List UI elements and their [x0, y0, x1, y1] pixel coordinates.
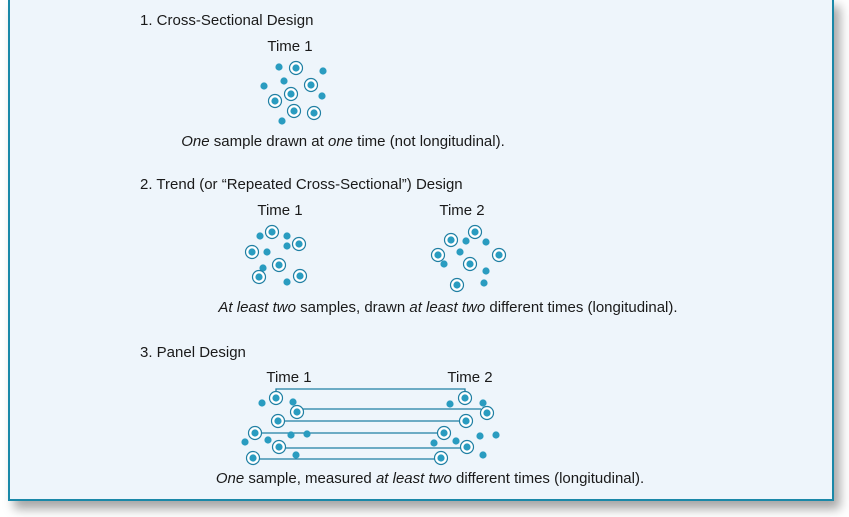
panel-time1-sample-dot [287, 431, 295, 439]
panel-time2-sample-dot [463, 443, 471, 451]
panel-time2-sample-dot [479, 399, 487, 407]
trend-time2-sample-dot [466, 260, 474, 268]
trend-time1-sample-dot [283, 242, 291, 250]
panel-time1-sample-dot [303, 430, 311, 438]
trend-time1-sample-dot [263, 248, 271, 256]
trend-time1-sample-dot [275, 261, 283, 269]
trend-time2-sample-dot [456, 248, 464, 256]
panel-link-line [275, 388, 466, 398]
trend-time1-sample-dot [256, 232, 264, 240]
panel-time1-sample-dot [293, 408, 301, 416]
panel-time1-sample-dot [275, 443, 283, 451]
trend-time1-sample-dot [259, 264, 267, 272]
panel-time2-sample-dot [440, 429, 448, 437]
panel-time2-sample-dot [430, 439, 438, 447]
trend-time1-sample-dot [255, 273, 263, 281]
panel-time1-sample-dot [258, 399, 266, 407]
section-3-time-2-label: Time 2 [447, 369, 492, 386]
cross-sectional-sample-dot [260, 82, 268, 90]
section-3-time-1-label: Time 1 [266, 369, 311, 386]
section-1-caption: One sample drawn at one time (not longit… [181, 133, 505, 150]
panel-time1-sample-dot [292, 451, 300, 459]
trend-time1-sample-dot [283, 278, 291, 286]
diagram-frame [8, 0, 834, 501]
section-1-heading: 1. Cross-Sectional Design [140, 12, 313, 29]
section-3-caption: One sample, measured at least two differ… [216, 470, 644, 487]
cross-sectional-sample-dot [318, 92, 326, 100]
cross-sectional-sample-dot [319, 67, 327, 75]
panel-time1-sample-dot [241, 438, 249, 446]
panel-time2-sample-dot [492, 431, 500, 439]
trend-time2-sample-dot [480, 279, 488, 287]
cross-sectional-sample-dot [287, 90, 295, 98]
cross-sectional-sample-dot [271, 97, 279, 105]
cross-sectional-sample-dot [307, 81, 315, 89]
trend-time2-sample-dot [447, 236, 455, 244]
trend-time2-sample-dot [462, 237, 470, 245]
trend-time2-sample-dot [482, 267, 490, 275]
cross-sectional-sample-dot [275, 63, 283, 71]
trend-time1-sample-dot [295, 240, 303, 248]
cross-sectional-sample-dot [310, 109, 318, 117]
cross-sectional-sample-dot [290, 107, 298, 115]
panel-time1-sample-dot [264, 436, 272, 444]
trend-time1-sample-dot [296, 272, 304, 280]
panel-time2-sample-dot [446, 400, 454, 408]
trend-time2-sample-dot [434, 251, 442, 259]
trend-time2-sample-dot [440, 260, 448, 268]
panel-time1-sample-dot [274, 417, 282, 425]
section-2-caption: At least two samples, drawn at least two… [217, 299, 677, 316]
panel-time2-sample-dot [452, 437, 460, 445]
trend-time1-sample-dot [283, 232, 291, 240]
section-2-heading: 2. Trend (or “Repeated Cross-Sectional”)… [140, 176, 463, 193]
trend-time1-sample-dot [248, 248, 256, 256]
section-1-time-1-label: Time 1 [267, 38, 312, 55]
trend-time2-sample-dot [495, 251, 503, 259]
cross-sectional-sample-dot [292, 64, 300, 72]
trend-time1-sample-dot [268, 228, 276, 236]
panel-time2-sample-dot [483, 409, 491, 417]
trend-time2-sample-dot [482, 238, 490, 246]
panel-time1-sample-dot [249, 454, 257, 462]
trend-time2-sample-dot [471, 228, 479, 236]
trend-time2-sample-dot [453, 281, 461, 289]
panel-time1-sample-dot [272, 394, 280, 402]
cross-sectional-sample-dot [278, 117, 286, 125]
panel-time1-sample-dot [289, 398, 297, 406]
cross-sectional-sample-dot [280, 77, 288, 85]
panel-time2-sample-dot [461, 394, 469, 402]
panel-time2-sample-dot [462, 417, 470, 425]
panel-time2-sample-dot [476, 432, 484, 440]
section-2-time-1-label: Time 1 [257, 202, 302, 219]
panel-time2-sample-dot [437, 454, 445, 462]
panel-time2-sample-dot [479, 451, 487, 459]
section-3-heading: 3. Panel Design [140, 344, 246, 361]
section-2-time-2-label: Time 2 [439, 202, 484, 219]
panel-time1-sample-dot [251, 429, 259, 437]
